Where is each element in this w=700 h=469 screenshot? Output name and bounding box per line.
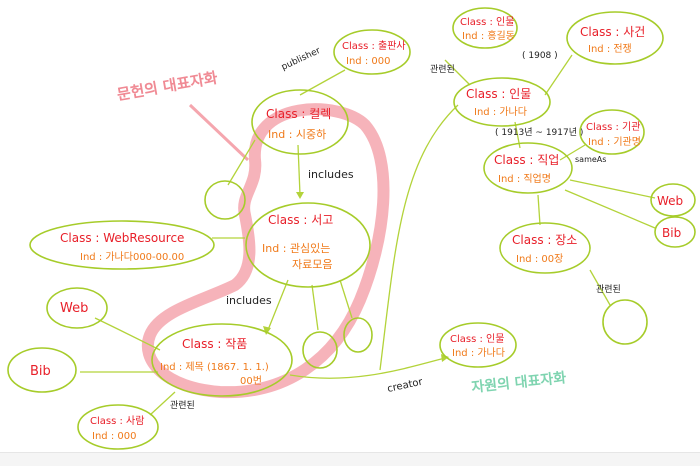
edge-item-creator-arrow bbox=[441, 354, 449, 362]
edge-work-item bbox=[267, 279, 289, 331]
org-class: Class : 기관 bbox=[586, 121, 640, 133]
node-web-r bbox=[650, 183, 696, 217]
person-top-class: Class : 인물 bbox=[460, 16, 514, 28]
edge-label-includes-1: includes bbox=[308, 168, 354, 181]
work-class: Class : 서고 bbox=[268, 213, 333, 227]
work-ind-1: Ind : 관심있는 bbox=[262, 242, 330, 255]
group-pointer-line bbox=[188, 103, 250, 162]
webresource-class: Class : WebResource bbox=[60, 231, 184, 245]
group-highlight-band bbox=[141, 103, 390, 399]
place-class: Class : 장소 bbox=[512, 233, 577, 247]
event-ind: Ind : 전쟁 bbox=[588, 43, 632, 55]
edge-label-relation-place: 관련된 bbox=[596, 283, 621, 295]
org-ind: Ind : 기관명 bbox=[588, 136, 641, 148]
edge-label-creator: creator bbox=[386, 377, 424, 395]
event-class: Class : 사건 bbox=[580, 25, 645, 39]
job-class: Class : 직업 bbox=[494, 153, 559, 167]
node-blank-collection bbox=[204, 180, 246, 220]
edge-job-place bbox=[537, 194, 541, 226]
edge-label-includes-2: includes bbox=[226, 294, 272, 307]
person-top-ind: Ind : 홍길동 bbox=[462, 29, 515, 42]
edge-label-year-2: ( 1913년 ~ 1917년 ) bbox=[495, 127, 583, 138]
creator-person-class: Class : 인물 bbox=[450, 333, 504, 345]
item-class: Class : 작품 bbox=[182, 337, 247, 351]
publisher-ind: Ind : 000 bbox=[346, 56, 390, 67]
edge-label-publisher: publisher bbox=[280, 46, 322, 73]
item-ind-2: 00번 bbox=[240, 375, 262, 387]
edge-creator-person-top bbox=[379, 104, 459, 371]
edge-collection-work bbox=[297, 144, 301, 196]
edge-job-bib bbox=[564, 189, 656, 229]
edge-work-blank2 bbox=[339, 279, 353, 319]
node-place bbox=[499, 222, 591, 274]
node-person-r bbox=[453, 77, 551, 127]
edge-label-relation-top: 관련된 bbox=[430, 63, 455, 75]
node-bottom-person bbox=[77, 404, 159, 450]
node-web bbox=[46, 287, 108, 329]
edge-collection-publisher bbox=[299, 69, 346, 96]
edge-top-relation bbox=[444, 59, 471, 86]
person-r-ind: Ind : 가나다 bbox=[474, 106, 527, 118]
node-bib bbox=[7, 347, 77, 393]
node-job bbox=[483, 142, 573, 194]
node-webresource bbox=[29, 220, 215, 270]
place-ind: Ind : 00장 bbox=[516, 253, 563, 265]
edge-job-org bbox=[559, 144, 586, 161]
node-work bbox=[245, 202, 371, 288]
node-item bbox=[151, 323, 293, 397]
bottom-person-ind: Ind : 000 bbox=[92, 431, 136, 442]
edge-web-item bbox=[94, 317, 161, 351]
edge-item-person bbox=[149, 391, 176, 416]
collection-class: Class : 컬렉 bbox=[266, 107, 331, 121]
group-right-label: 자원의 대표자화 bbox=[471, 369, 567, 396]
web-label: Web bbox=[60, 301, 88, 316]
node-org bbox=[579, 109, 645, 155]
node-person-top bbox=[452, 7, 518, 49]
edge-label-year-1: ( 1908 ) bbox=[522, 51, 558, 61]
edge-job-web bbox=[569, 179, 656, 199]
publisher-class: Class : 출판사 bbox=[342, 40, 406, 52]
node-creator-person bbox=[439, 322, 517, 368]
webresource-ind: Ind : 가나다000-00.00 bbox=[80, 251, 184, 263]
node-blank-work-2 bbox=[343, 317, 373, 353]
item-ind-1: Ind : 제목 (1867. 1. 1.) bbox=[160, 361, 269, 373]
group-left-label: 문헌의 대표자화 bbox=[116, 68, 220, 103]
person-r-class: Class : 인물 bbox=[466, 87, 531, 101]
node-bib-r bbox=[654, 216, 696, 248]
edge-work-blank1 bbox=[311, 284, 319, 331]
node-publisher bbox=[333, 29, 411, 75]
node-event bbox=[566, 11, 664, 65]
collection-ind: Ind : 시중하 bbox=[268, 127, 326, 141]
node-collection bbox=[251, 89, 349, 155]
edge-person-event bbox=[544, 54, 573, 96]
bib-r-label: Bib bbox=[662, 226, 681, 240]
edge-collection-blank bbox=[227, 139, 256, 186]
node-blank-place bbox=[602, 299, 648, 345]
work-ind-2: 자료모음 bbox=[292, 258, 332, 271]
bottom-person-class: Class : 사람 bbox=[90, 414, 144, 427]
edge-place-blank bbox=[589, 269, 611, 306]
edge-work-item-arrow bbox=[263, 326, 271, 335]
web-r-label: Web bbox=[657, 194, 683, 208]
bib-label: Bib bbox=[30, 364, 51, 379]
edge-label-sameas: sameAs bbox=[575, 155, 606, 164]
edge-collection-work-arrow bbox=[296, 192, 304, 199]
creator-person-ind: Ind : 가나다 bbox=[452, 347, 505, 359]
edge-item-creator bbox=[289, 357, 446, 379]
edge-label-relation-bottom: 관련된 bbox=[170, 399, 195, 411]
window-bottom-strip bbox=[0, 452, 700, 466]
node-blank-work-1 bbox=[302, 331, 338, 369]
job-ind: Ind : 직업명 bbox=[498, 172, 551, 185]
